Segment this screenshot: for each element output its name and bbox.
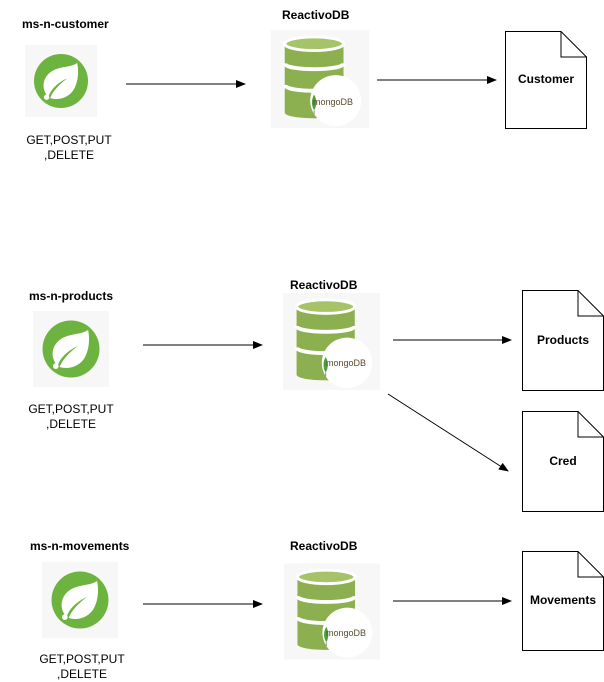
- http-methods-line1: GET,POST,PUT: [39, 652, 125, 666]
- db-logo-text: mongoDB: [326, 628, 366, 638]
- collection-label-movements: Movements: [529, 593, 597, 607]
- mongodb-database-icon: mongoDB: [284, 562, 380, 661]
- http-methods-line2: ,DELETE: [43, 148, 94, 162]
- arrow-db-to-collection: [387, 393, 509, 472]
- http-methods-line2: ,DELETE: [56, 667, 107, 681]
- http-methods-products: GET,POST,PUT ,DELETE: [13, 402, 129, 432]
- http-methods-line2: ,DELETE: [45, 417, 96, 431]
- service-name-products: ms-n-products: [29, 289, 113, 303]
- db-logo-text: mongoDB: [313, 97, 353, 107]
- collection-label-cred: Cred: [549, 454, 577, 468]
- db-logo-text: mongoDB: [326, 358, 366, 368]
- mongodb-database-icon: mongoDB: [283, 292, 380, 391]
- db-title-movements: ReactivoDB: [290, 539, 358, 553]
- http-methods-movements: GET,POST,PUT ,DELETE: [24, 652, 140, 682]
- mongodb-database-icon: mongoDB: [271, 29, 369, 129]
- db-title-products: ReactivoDB: [290, 278, 358, 292]
- service-name-customer: ms-n-customer: [22, 17, 109, 31]
- http-methods-line1: GET,POST,PUT: [28, 402, 114, 416]
- collection-document-customer: Customer: [505, 31, 587, 129]
- http-methods-customer: GET,POST,PUT ,DELETE: [10, 133, 128, 163]
- service-name-movements: ms-n-movements: [30, 539, 130, 553]
- collection-label-customer: Customer: [517, 72, 574, 86]
- http-methods-line1: GET,POST,PUT: [26, 133, 112, 147]
- db-title-customer: ReactivoDB: [282, 8, 350, 22]
- collection-document-products: Products: [522, 290, 604, 391]
- collection-label-products: Products: [536, 333, 589, 347]
- collection-document-movements: Movements: [522, 551, 604, 651]
